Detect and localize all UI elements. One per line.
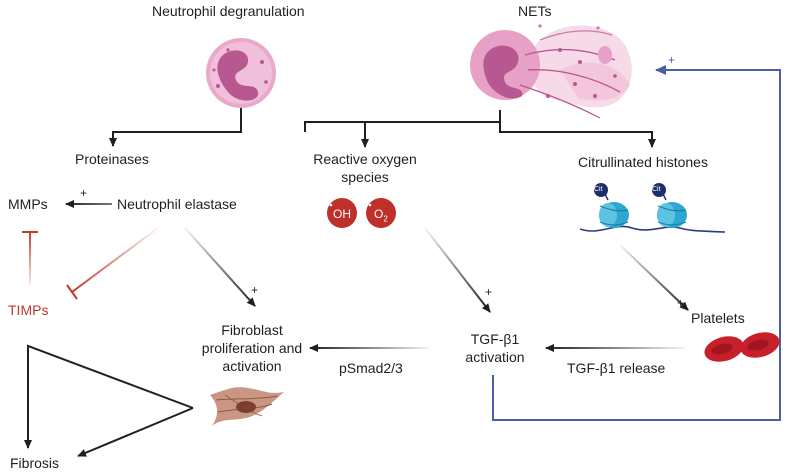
platelets-plus-sign: + xyxy=(677,296,685,310)
platelets-label: Platelets xyxy=(691,310,745,326)
cit-badge-1: Cit xyxy=(594,186,603,193)
tgf-label-line2: activation xyxy=(465,349,525,365)
mmps-label: MMPs xyxy=(8,196,48,212)
superoxide-subscript: 2 xyxy=(383,214,388,224)
cit-badge-2: Cit xyxy=(652,186,661,193)
feedback-plus-sign: + xyxy=(668,53,676,67)
fibroblast-label-line3: activation xyxy=(222,358,282,374)
superoxide-symbol: O xyxy=(374,207,384,221)
ros-label-line2: species xyxy=(341,169,389,185)
hydroxyl-text: OH xyxy=(333,207,351,221)
proteinases-label: Proteinases xyxy=(75,151,149,167)
fibroblast-plus-sign: + xyxy=(251,283,259,297)
neutrophil-elastase-label: Neutrophil elastase xyxy=(117,196,237,212)
neutrophil-icon xyxy=(206,38,276,108)
elastase-to-fibroblast-arrow xyxy=(184,227,256,307)
fibroblast-label-line2: proliferation and xyxy=(201,340,303,356)
fibrosis-label: Fibrosis xyxy=(10,455,60,471)
tgf-plus-sign: + xyxy=(485,285,493,299)
neutrophil-degranulation-label: Neutrophil degranulation xyxy=(152,3,305,19)
ros-label-line1: Reactive oxygen xyxy=(313,151,417,167)
fibroblast-label-line1: Fibroblast xyxy=(221,322,283,338)
feedback-loop-arrow xyxy=(492,65,781,421)
histones-to-platelets-arrow xyxy=(619,244,689,311)
pathway-label: pSmad2/3 xyxy=(339,360,403,376)
citrullinated-histones-label: Citrullinated histones xyxy=(578,154,708,170)
tgf-label-line1: TGF-β1 xyxy=(470,331,520,347)
branch-connectors xyxy=(109,108,656,148)
elastase-inhibit-timps xyxy=(66,227,159,300)
fibroblast-icon xyxy=(210,387,284,426)
tgf-release-label: TGF-β1 release xyxy=(567,360,666,376)
platelets-icon xyxy=(704,332,780,362)
nets-icon xyxy=(470,24,632,119)
timps-inhibit-mmps xyxy=(22,231,38,285)
timps-label: TIMPs xyxy=(8,302,49,318)
nets-label: NETs xyxy=(518,3,552,19)
ros-to-tgf-arrow xyxy=(424,227,491,313)
superoxide-text: O2 xyxy=(374,205,388,228)
histone-icon xyxy=(579,183,726,233)
hydroxyl-radical-icon xyxy=(327,198,357,228)
superoxide-icon xyxy=(366,198,396,228)
fibrosis-arrows xyxy=(24,344,194,457)
mmps-plus-sign: + xyxy=(80,186,88,200)
